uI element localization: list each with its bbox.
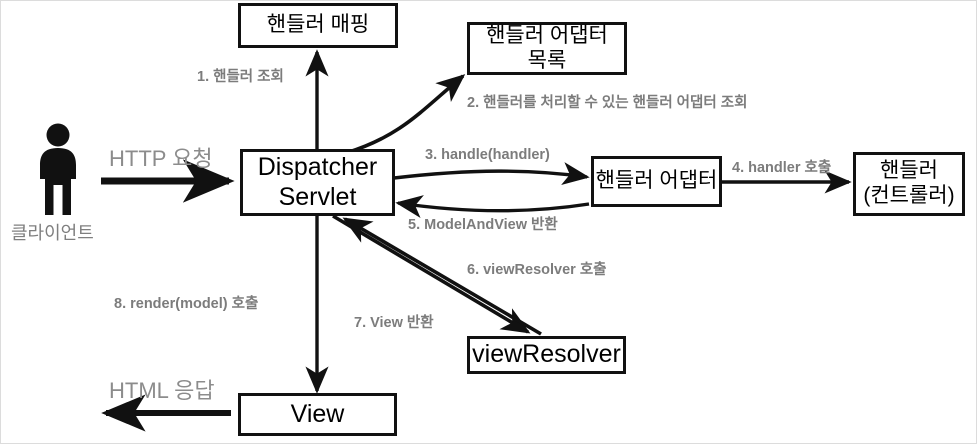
node-handler-adapter-list-line2: 목록 <box>527 48 567 72</box>
node-view-resolver-label: viewResolver <box>472 340 621 369</box>
node-handler-mapping[interactable]: 핸들러 매핑 <box>238 3 398 48</box>
step-8-label: 8. render(model) 호출 <box>114 296 259 312</box>
node-dispatcher-servlet-line1: Dispatcher <box>257 153 378 181</box>
node-dispatcher-servlet-line2: Servlet <box>278 182 357 211</box>
node-dispatcher-servlet[interactable]: Dispatcher Servlet <box>240 149 395 216</box>
node-handler-controller-line1: 핸들러 <box>880 159 938 183</box>
node-handler-adapter-label: 핸들러 어댑터 <box>595 169 718 193</box>
html-response-caption: HTML 응답 <box>109 378 215 403</box>
step-6-label: 6. viewResolver 호출 <box>467 262 607 278</box>
arrow-step-5 <box>395 195 590 218</box>
node-handler-adapter[interactable]: 핸들러 어댑터 <box>591 156 722 207</box>
step-1-label: 1. 핸들러 조회 <box>197 69 284 85</box>
arrow-step-2 <box>345 74 466 155</box>
node-handler-mapping-label: 핸들러 매핑 <box>266 13 370 37</box>
person-icon <box>40 123 76 215</box>
node-view-label: View <box>290 399 345 428</box>
node-handler-controller-line2: (컨트롤러) <box>863 184 955 207</box>
node-handler-adapter-list[interactable]: 핸들러 어댑터 목록 <box>467 22 627 75</box>
client-label: 클라이언트 <box>11 223 94 243</box>
http-request-caption: HTTP 요청 <box>109 146 213 171</box>
step-5-label: 5. ModelAndView 반환 <box>408 217 558 233</box>
step-3-label: 3. handle(handler) <box>425 147 550 163</box>
step-2-label: 2. 핸들러를 처리할 수 있는 핸들러 어댑터 조회 <box>467 95 748 111</box>
step-7-label: 7. View 반환 <box>354 315 434 331</box>
node-handler-adapter-list-line1: 핸들러 어댑터 <box>486 23 608 47</box>
node-handler-controller[interactable]: 핸들러 (컨트롤러) <box>853 152 965 216</box>
step-4-label: 4. handler 호출 <box>732 160 832 176</box>
node-view[interactable]: View <box>238 393 397 436</box>
arrow-step-3 <box>393 162 590 185</box>
node-view-resolver[interactable]: viewResolver <box>467 336 626 374</box>
